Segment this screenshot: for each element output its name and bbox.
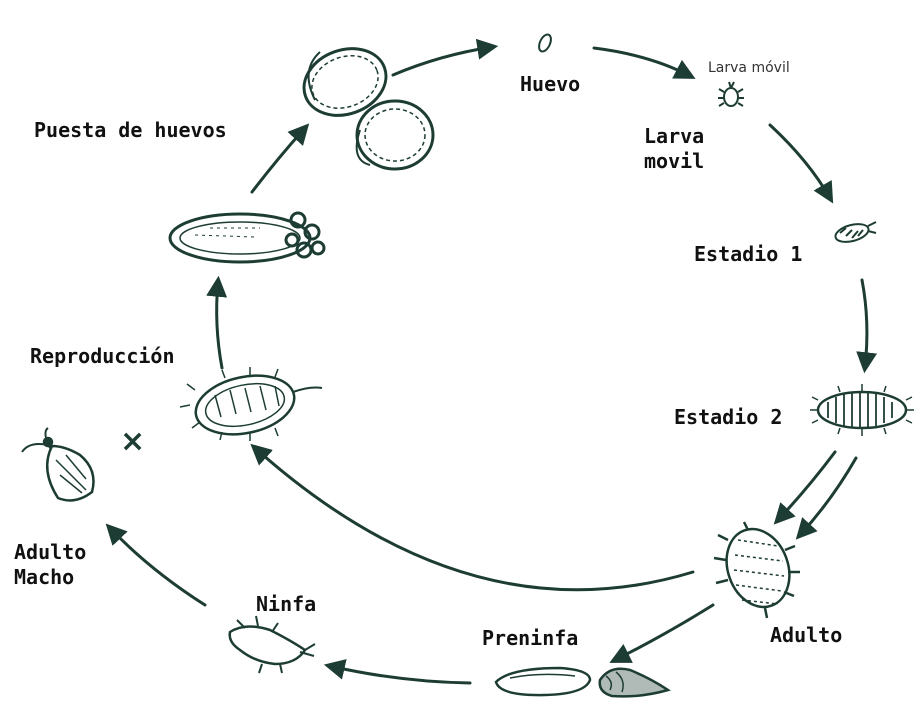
ninfa-icon [228,615,316,674]
adult-female-icon [713,521,800,619]
label-larva-movil-small: Larva móvil [708,60,790,76]
egg-icon [538,33,552,53]
label-larva-movil: Larva movil [644,124,705,173]
arrow-huevo-to-larva [592,46,696,79]
label-reproduccion: Reproducción [30,344,175,368]
mobile-larva-icon [718,81,744,107]
arrow-ninfa-to-adultomacho [105,523,207,607]
label-estadio-1: Estadio 1 [694,242,803,266]
label-estadio-2: Estadio 2 [674,405,783,429]
arrow-estadio1-to-estadio2 [856,278,878,374]
arrow-puesta-to-eggmass [250,123,310,194]
arrow-estadio2-to-preninfa [609,603,715,663]
mating-cross-icon: × [120,424,146,459]
arrow-estadio2-to-adulto-b [795,456,858,540]
egg-laying-female-icon [168,211,326,264]
arrow-adulto-to-reproduccion [250,443,695,592]
label-preninfa: Preninfa [482,626,579,650]
stage1-insect-icon [834,221,877,243]
reproducing-female-icon [179,367,323,441]
adult-male-icon [21,427,95,502]
label-adulto-macho: Adulto Macho [14,540,87,589]
arrow-preninfa-to-ninfa [323,659,472,685]
label-huevo: Huevo [520,72,581,96]
arrow-estadio2-to-adulto-a [773,450,837,525]
label-ninfa: Ninfa [256,592,317,616]
arrow-eggmass-to-huevo [391,38,499,77]
egg-mass-icon [302,47,435,171]
preninfa-icon [494,666,671,698]
stage2-insect-icon [810,384,914,436]
arrow-larva-to-estadio1 [768,123,834,204]
arrow-reproduccion-to-puesta [206,275,228,370]
label-puesta-de-huevos: Puesta de huevos [34,118,227,142]
label-adulto: Adulto [770,623,843,647]
